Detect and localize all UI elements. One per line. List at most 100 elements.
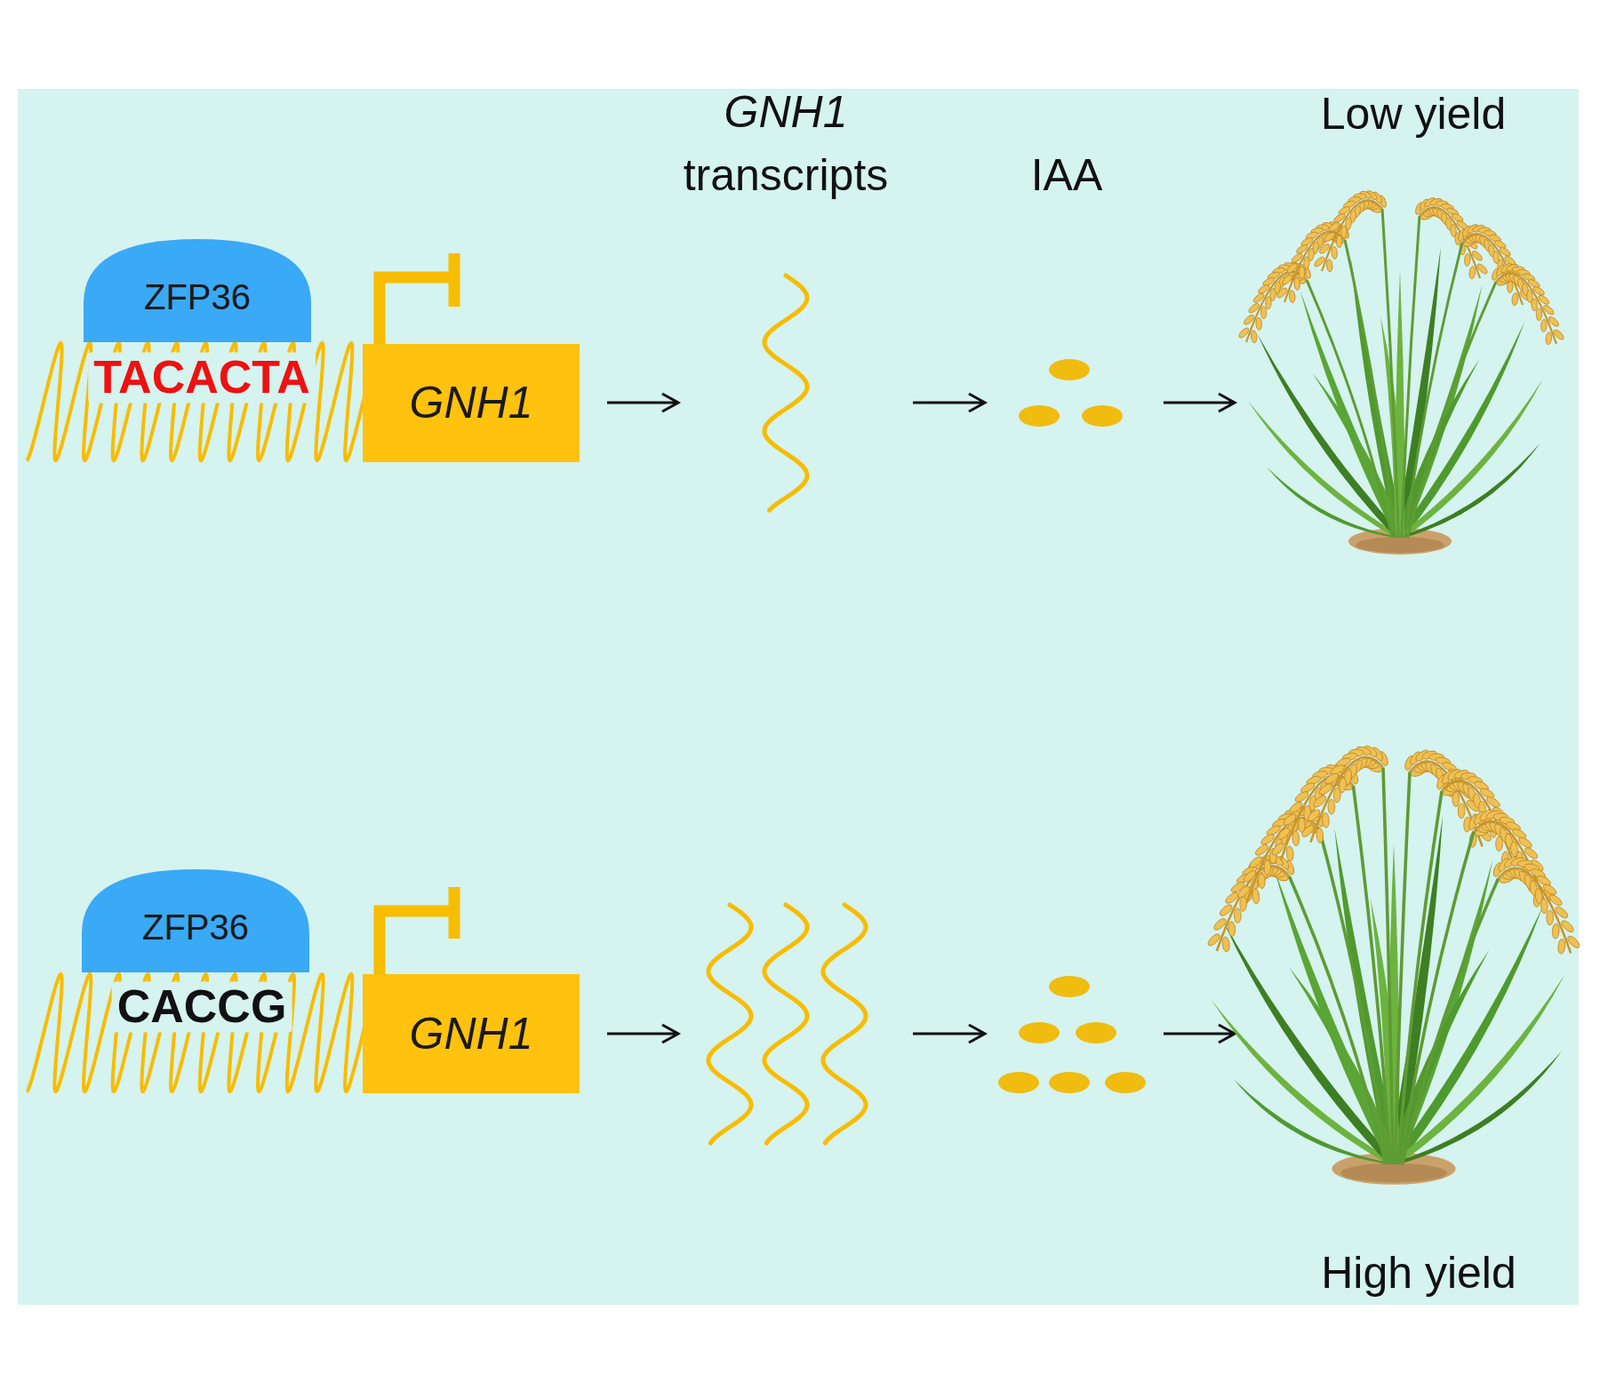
grain: [1236, 884, 1252, 900]
yield-label: High yield: [1320, 1248, 1517, 1298]
iaa-dot: [998, 1072, 1040, 1094]
dna-coil: [26, 343, 367, 461]
flow-arrow: [1163, 1024, 1235, 1043]
grain: [1264, 860, 1272, 876]
grain: [1485, 795, 1502, 810]
rice-plant: [1206, 744, 1582, 1185]
iaa-dot: [1018, 1022, 1060, 1044]
grain: [1240, 896, 1248, 912]
grain: [1464, 253, 1471, 266]
panicle-stalk: [1284, 231, 1345, 303]
grain: [1222, 936, 1231, 952]
grain: [1340, 225, 1347, 239]
grain: [1285, 262, 1299, 275]
grain: [1288, 289, 1296, 303]
grain: [1300, 823, 1316, 839]
grain: [1312, 793, 1328, 809]
grain: [1333, 787, 1341, 803]
grain: [1332, 212, 1346, 224]
grain: [1322, 231, 1336, 244]
grain: [1256, 317, 1263, 330]
grain: [1228, 921, 1237, 937]
grain: [1281, 812, 1298, 828]
panicle-stalk: [1419, 207, 1480, 279]
grain: [1315, 827, 1324, 843]
grain: [1305, 808, 1322, 824]
grain: [1280, 273, 1295, 287]
panicle-stalk: [1321, 200, 1383, 272]
stem: [1382, 208, 1399, 538]
grain: [1264, 296, 1272, 310]
grain: [1566, 934, 1582, 950]
iaa-dot: [1048, 976, 1090, 998]
stem: [1400, 832, 1474, 1165]
gene-name: GNH1: [724, 88, 848, 137]
flow-arrow: [607, 1024, 679, 1043]
grain: [1286, 846, 1295, 862]
flow-arrow: [912, 1024, 985, 1043]
grain: [1536, 308, 1543, 321]
panicle-stalk: [1496, 272, 1557, 344]
grain: [1318, 782, 1335, 797]
grain: [1553, 904, 1570, 920]
sequence-motif: TACACTA: [88, 352, 316, 403]
grain: [1288, 800, 1304, 815]
node-label: GNH1: [409, 1009, 534, 1059]
grain: [1275, 286, 1288, 299]
grain: [1536, 293, 1551, 306]
node-label: ZFP36: [144, 277, 251, 317]
flow-arrow: [1163, 393, 1235, 412]
iaa-dot: [1075, 1022, 1117, 1044]
promoter-bar: [448, 253, 461, 307]
grain: [1260, 306, 1267, 320]
dna-helix: [26, 343, 367, 1092]
transcript-squiggles: [708, 275, 866, 1144]
soil-shadow: [1340, 1163, 1448, 1184]
dna-coil: [26, 974, 367, 1092]
protein-dome: ZFP36: [83, 239, 312, 343]
sequence-motif: CACCG: [112, 981, 293, 1032]
rice-plant: [1237, 189, 1566, 555]
grain: [1545, 331, 1553, 344]
grain: [1552, 328, 1565, 341]
node-texts: ZFP36: [142, 907, 249, 947]
panicle-stalk: [1246, 271, 1307, 343]
grain: [1547, 893, 1564, 908]
grain: [1251, 888, 1260, 904]
iaa-dot: [1048, 359, 1090, 381]
grain: [1323, 771, 1340, 786]
stage-label: IAA: [1031, 151, 1104, 200]
transcript: [764, 904, 808, 1144]
grain: [1326, 258, 1334, 272]
grain: [1292, 831, 1301, 847]
grain: [1290, 251, 1304, 264]
grain: [1560, 919, 1576, 935]
grain: [1303, 256, 1310, 270]
flow-arrow: [607, 393, 679, 412]
grain: [1475, 262, 1488, 275]
grain: [1321, 812, 1330, 828]
gene-box: GNH1: [362, 344, 580, 463]
grain: [1276, 825, 1293, 841]
flow-arrows: [607, 393, 1235, 1043]
grain: [1328, 799, 1336, 815]
gene-box: GNH1: [362, 974, 580, 1094]
grain: [1469, 265, 1477, 279]
grain: [1557, 938, 1566, 954]
grain: [1552, 923, 1560, 939]
node-texts: GNH1: [409, 1009, 534, 1059]
grain: [1457, 803, 1465, 819]
grain: [1546, 910, 1554, 926]
grain: [1242, 313, 1256, 327]
node-texts: GNH1: [409, 378, 534, 428]
grain: [1233, 908, 1241, 924]
iaa-dot: [1081, 405, 1123, 427]
grain: [1254, 842, 1271, 857]
promoter-arrow: [379, 277, 455, 347]
transcript: [764, 275, 808, 511]
grain: [1256, 283, 1271, 296]
stem: [1408, 281, 1496, 538]
yield-label: Low yield: [1320, 89, 1506, 139]
